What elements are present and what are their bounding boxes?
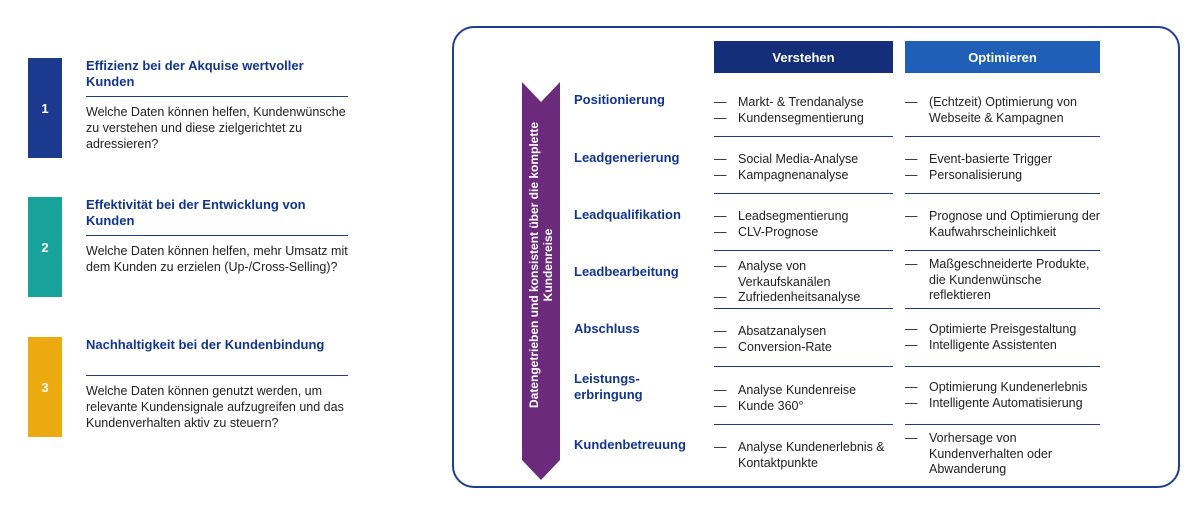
row-divider xyxy=(905,308,1100,309)
row-divider xyxy=(714,193,893,194)
optimieren-list: Vorhersage von Kundenverhalten oder Abwa… xyxy=(905,431,1105,478)
list-item: Personalisierung xyxy=(905,168,1105,184)
list-item: CLV-Prognose xyxy=(714,225,894,241)
list-item: Prognose und Optimierung der Kaufwahrsch… xyxy=(905,209,1105,240)
list-item: Leadsegmentierung xyxy=(714,209,894,225)
optimieren-list: Maßgeschneiderte Produkte, die Kundenwün… xyxy=(905,257,1105,304)
verstehen-list: Absatzanalysen Conversion-Rate xyxy=(714,324,894,355)
row-divider xyxy=(714,250,893,251)
verstehen-list: Analyse Kundenerlebnis & Kontaktpunkte xyxy=(714,440,894,471)
list-item: Absatzanalysen xyxy=(714,324,894,340)
column-header-verstehen: Verstehen xyxy=(714,41,893,73)
optimieren-list: (Echtzeit) Optimierung von Webseite & Ka… xyxy=(905,95,1105,126)
verstehen-list: Markt- & Trendanalyse Kundensegmentierun… xyxy=(714,95,894,126)
row-divider xyxy=(905,193,1100,194)
row-divider xyxy=(714,366,893,367)
objective-number-badge: 1 xyxy=(28,58,62,158)
objective-title: Nachhaltigkeit bei der Kundenbindung xyxy=(86,337,325,352)
row-divider xyxy=(714,424,893,425)
list-item: Event-basierte Trigger xyxy=(905,152,1105,168)
journey-arrow xyxy=(522,82,560,480)
optimieren-list: Optimierte Preisgestaltung Intelligente … xyxy=(905,322,1105,353)
objective-divider xyxy=(86,235,348,236)
objective-title: Effizienz bei der Akquise wertvoller Kun… xyxy=(86,58,304,89)
customer-journey-panel xyxy=(452,26,1180,488)
list-item: Optimierte Preisgestaltung xyxy=(905,322,1105,338)
stage-label: Kundenbetreuung xyxy=(574,437,686,452)
objective-divider xyxy=(86,96,348,97)
journey-arrow-shape xyxy=(522,82,560,480)
list-item: Analyse von Verkaufskanälen xyxy=(714,259,894,290)
list-item: Analyse Kundenerlebnis & Kontaktpunkte xyxy=(714,440,894,471)
verstehen-list: Social Media-Analyse Kampagnenanalyse xyxy=(714,152,894,183)
list-item: Optimierung Kundenerlebnis xyxy=(905,380,1105,396)
row-divider xyxy=(714,136,893,137)
row-divider xyxy=(714,308,893,309)
list-item: Intelligente Assistenten xyxy=(905,338,1105,354)
objective-divider xyxy=(86,375,348,376)
list-item: (Echtzeit) Optimierung von Webseite & Ka… xyxy=(905,95,1105,126)
list-item: Maßgeschneiderte Produkte, die Kundenwün… xyxy=(905,257,1105,304)
objective-number-badge: 2 xyxy=(28,197,62,297)
stage-label: Leadbearbeitung xyxy=(574,264,679,279)
list-item: Kundensegmentierung xyxy=(714,111,894,127)
row-divider xyxy=(905,136,1100,137)
stage-label: Positionierung xyxy=(574,92,665,107)
list-item: Social Media-Analyse xyxy=(714,152,894,168)
list-item: Conversion-Rate xyxy=(714,340,894,356)
list-item: Kunde 360° xyxy=(714,399,894,415)
optimieren-list: Prognose und Optimierung der Kaufwahrsch… xyxy=(905,209,1105,240)
row-divider xyxy=(905,424,1100,425)
objective-title: Effektivität bei der Entwicklung von Kun… xyxy=(86,197,306,228)
row-divider xyxy=(905,366,1100,367)
stage-label: Abschluss xyxy=(574,321,640,336)
optimieren-list: Event-basierte Trigger Personalisierung xyxy=(905,152,1105,183)
objective-description: Welche Daten können helfen, mehr Umsatz … xyxy=(86,244,348,274)
list-item: Kampagnenanalyse xyxy=(714,168,894,184)
optimieren-list: Optimierung Kundenerlebnis Intelligente … xyxy=(905,380,1105,411)
list-item: Intelligente Automatisierung xyxy=(905,396,1105,412)
stage-label: Leadgenerierung xyxy=(574,150,680,165)
stage-label: Leadqualifikation xyxy=(574,207,681,222)
objective-number-badge: 3 xyxy=(28,337,62,437)
stage-label: Leistungs-erbringung xyxy=(574,371,643,402)
verstehen-list: Analyse Kundenreise Kunde 360° xyxy=(714,383,894,414)
row-divider xyxy=(905,250,1100,251)
list-item: Zufriedenheitsanalyse xyxy=(714,290,894,306)
objective-description: Welche Daten können helfen, Kundenwünsch… xyxy=(86,105,346,151)
objective-description: Welche Daten können genutzt werden, um r… xyxy=(86,384,344,430)
verstehen-list: Leadsegmentierung CLV-Prognose xyxy=(714,209,894,240)
verstehen-list: Analyse von Verkaufskanälen Zufriedenhei… xyxy=(714,259,894,306)
column-header-optimieren: Optimieren xyxy=(905,41,1100,73)
list-item: Markt- & Trendanalyse xyxy=(714,95,894,111)
list-item: Vorhersage von Kundenverhalten oder Abwa… xyxy=(905,431,1105,478)
list-item: Analyse Kundenreise xyxy=(714,383,894,399)
